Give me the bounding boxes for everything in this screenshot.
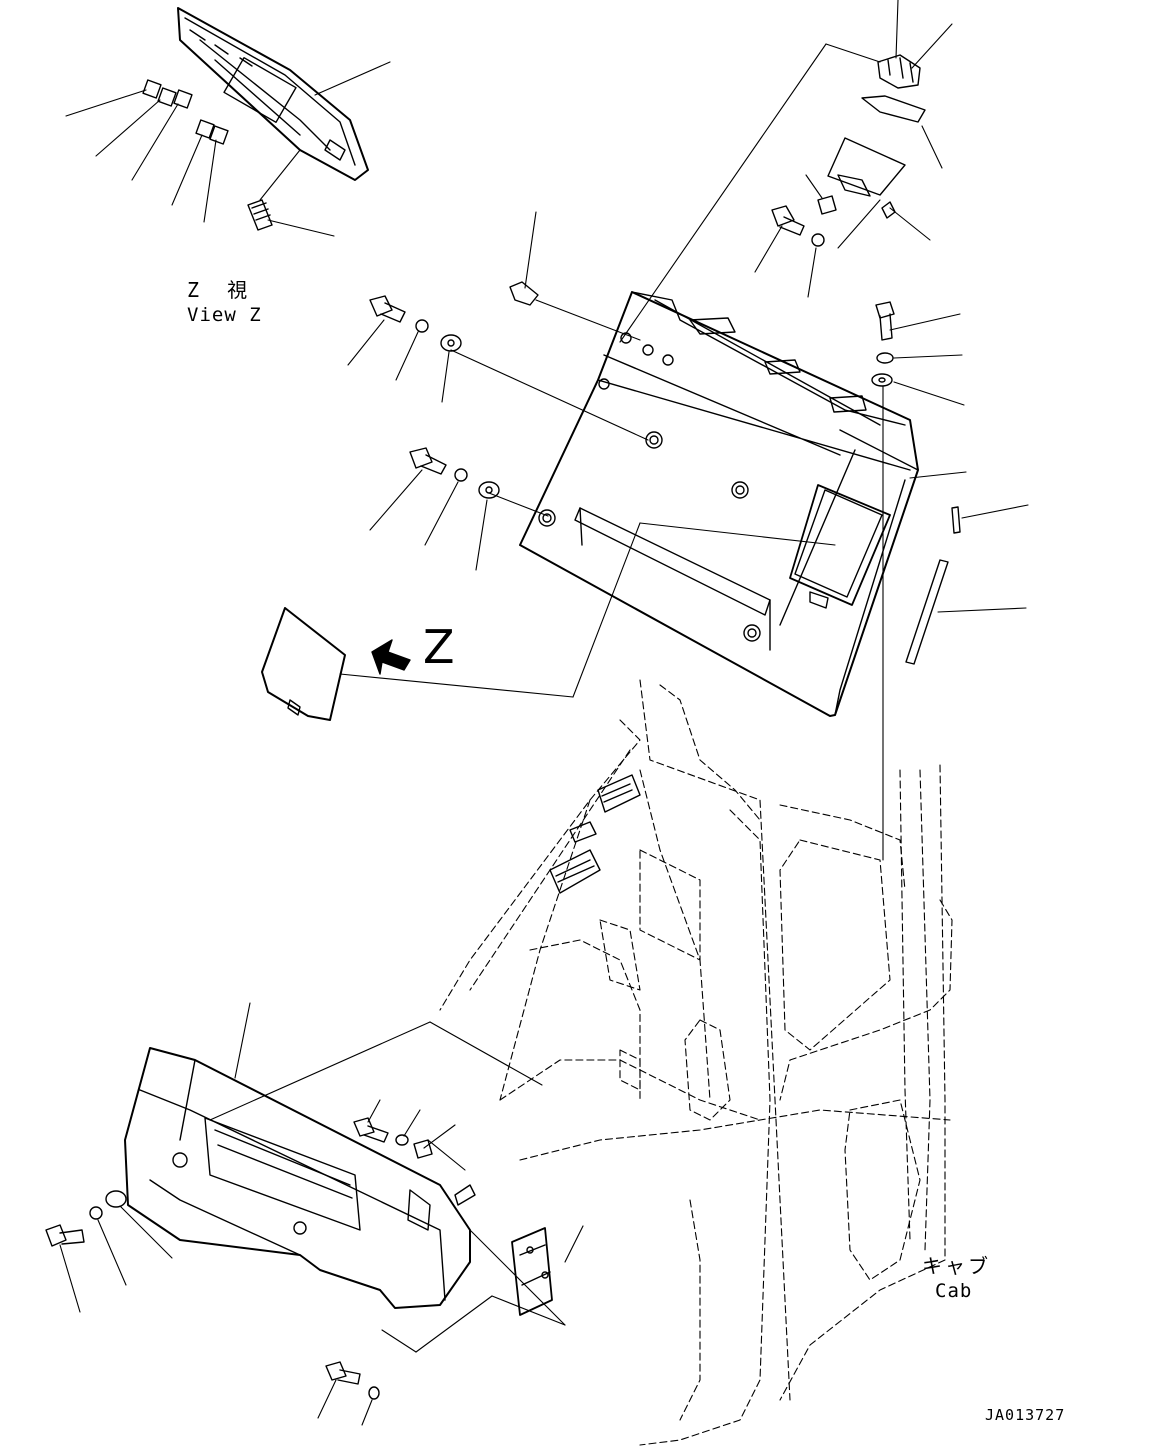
- cab-control-boxes: [549, 774, 641, 894]
- right-bolt-stack: [871, 301, 961, 665]
- top-right-leaders: [619, 0, 953, 343]
- lower-bolts: [45, 1117, 433, 1400]
- view-direction-label: Z: [423, 620, 455, 674]
- view-z-label-en: View Z: [187, 304, 262, 326]
- cab-label-en: Cab: [935, 1280, 973, 1302]
- rear-upper-panel: [519, 291, 919, 717]
- view-z-clips: [142, 79, 273, 231]
- cab-frame: [439, 679, 953, 1446]
- upper-leaders: [339, 211, 836, 698]
- view-z-cover-detail: [177, 7, 369, 181]
- view-z-leaders: [65, 61, 391, 237]
- lower-leaders: [59, 1002, 584, 1426]
- panel-holes: [538, 332, 761, 642]
- right-leaders: [882, 313, 1029, 861]
- panel-bolts-left: [369, 281, 539, 499]
- lower-cover: [124, 1047, 476, 1309]
- cab-label-jp: キャブ: [922, 1254, 991, 1278]
- view-z-label-jp: Z 視: [187, 278, 256, 302]
- drawing-code: JA013727: [985, 1406, 1066, 1424]
- lower-bracket: [511, 1227, 553, 1316]
- cover-plate: [261, 607, 411, 721]
